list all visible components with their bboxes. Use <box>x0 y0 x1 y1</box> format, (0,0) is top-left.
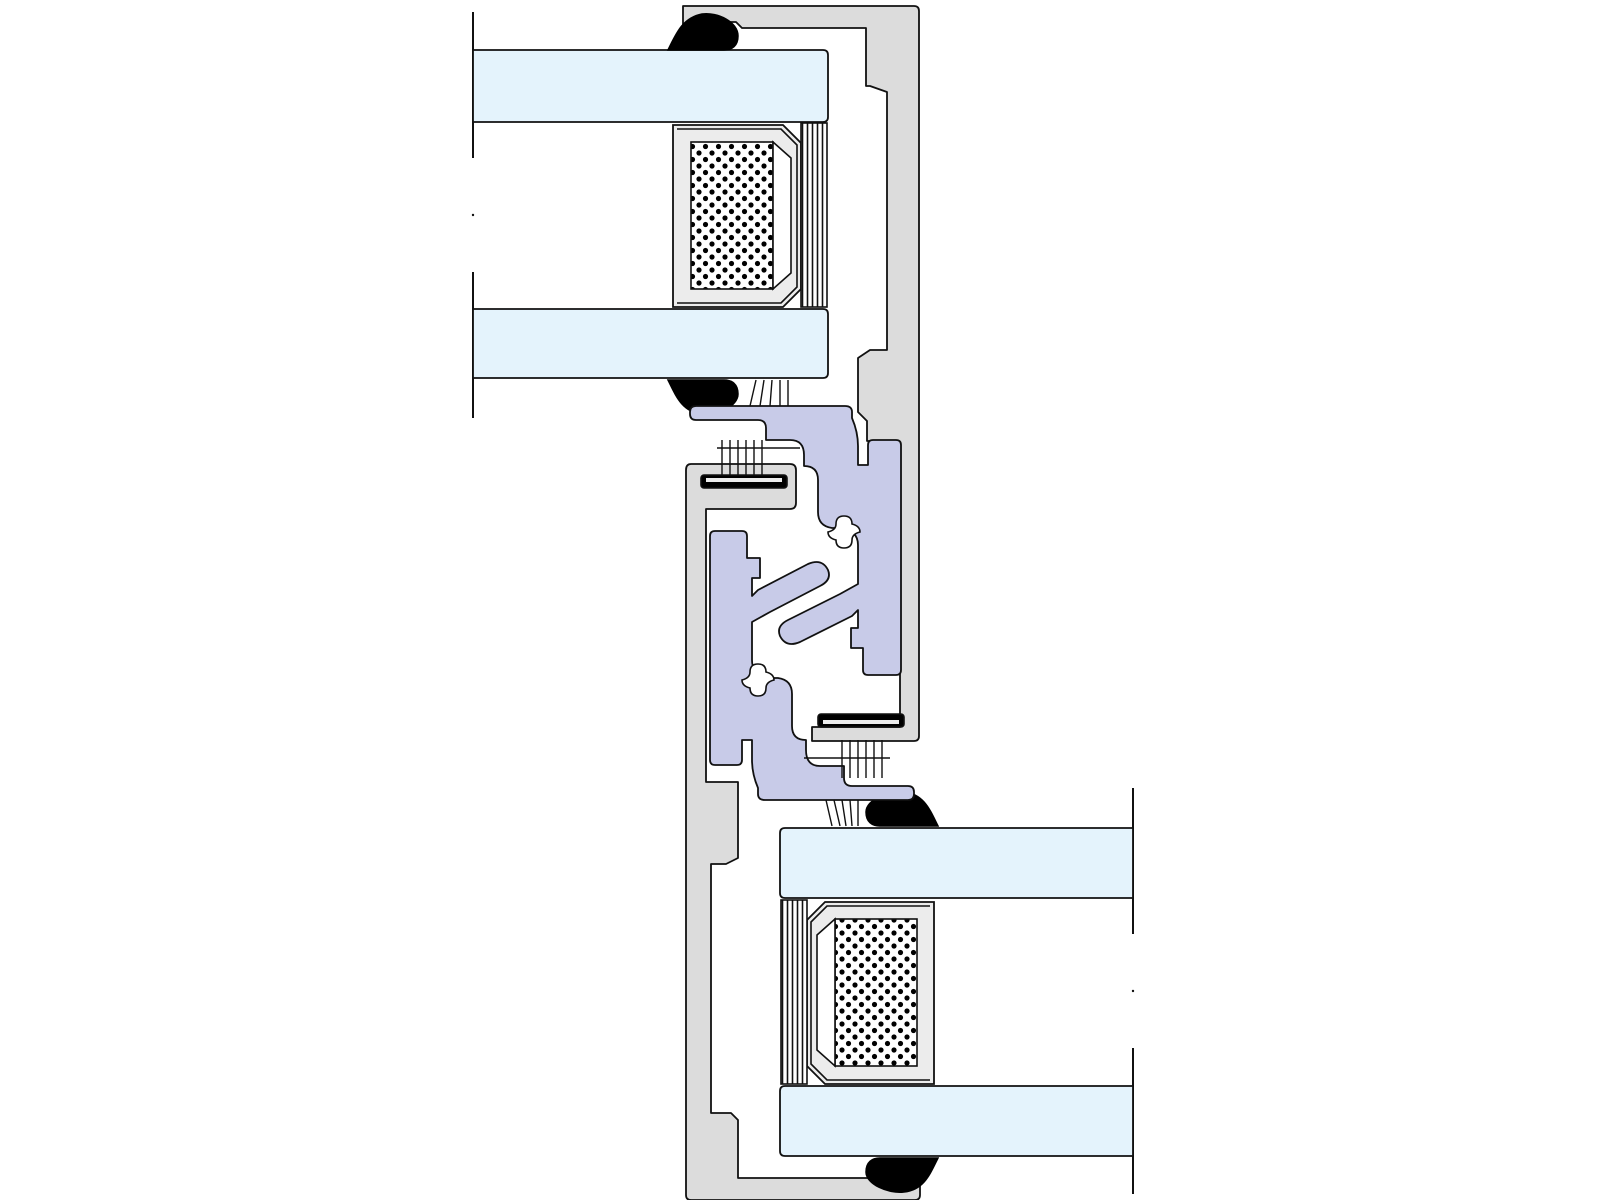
top-desiccant-fill <box>690 141 774 290</box>
top-glass-pane-inner <box>472 308 829 379</box>
interlock-gasket-upper-inner <box>706 478 782 482</box>
top-glass-pane-outer <box>472 49 829 123</box>
top-frame-profile <box>682 5 920 742</box>
bottom-desiccant-fill <box>834 918 918 1067</box>
thermal-break-lower <box>709 530 915 801</box>
top-brush-seal-vertical <box>800 122 828 308</box>
bottom-glass-pane-inner <box>779 1085 1134 1157</box>
bottom-desiccant-chamfer <box>816 917 836 1068</box>
brush-seal-lower <box>825 740 883 827</box>
screw-channel-upper <box>827 515 861 549</box>
interlock-gasket-lower-inner <box>823 720 899 724</box>
top-spacer-inner <box>677 128 798 304</box>
bottom-spacer-inner <box>810 905 930 1081</box>
thermal-break-upper <box>689 405 902 676</box>
top-desiccant-chamfer <box>772 140 792 291</box>
top-gasket-upper <box>666 13 739 51</box>
bottom-gasket-lower <box>865 1157 940 1193</box>
screw-channel-lower <box>741 663 775 697</box>
bottom-glass-pane-outer <box>779 827 1134 899</box>
bottom-reference-dot <box>1131 989 1135 993</box>
top-reference-dot <box>471 213 475 217</box>
brush-seal-upper <box>721 379 789 475</box>
bottom-brush-seal-vertical <box>780 899 808 1085</box>
